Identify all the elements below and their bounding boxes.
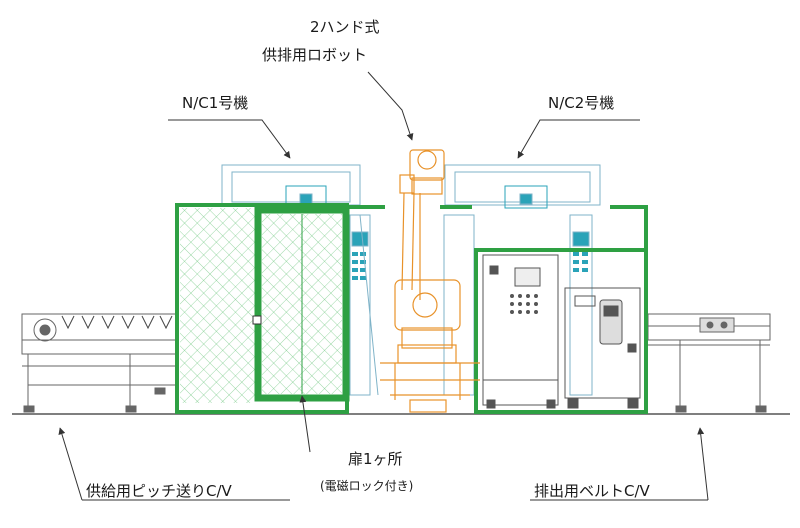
supply-pitch-conveyor [21, 313, 178, 413]
fence-door [252, 206, 350, 402]
door-sublabel: (電磁ロック付き) [320, 478, 413, 493]
nc1-label: N/C1号機 [182, 94, 248, 112]
safety-fence-right [474, 248, 648, 414]
supply-cv-label: 供給用ピッチ送りC/V [86, 482, 233, 500]
nc2-label: N/C2号機 [548, 94, 614, 112]
discharge-belt-conveyor [647, 313, 771, 413]
robot-label-line1: 2ハンド式 [310, 18, 380, 36]
robot [380, 149, 480, 413]
leader-lines [58, 71, 709, 501]
door-label: 扉1ヶ所 [348, 450, 403, 468]
control-cabinet [482, 254, 559, 409]
discharge-cv-label: 排出用ベルトC/V [534, 482, 651, 500]
nc-machine-2 [443, 164, 601, 396]
robot-controller [564, 287, 641, 409]
robot-label-line2: 供排用ロボット [262, 46, 367, 64]
